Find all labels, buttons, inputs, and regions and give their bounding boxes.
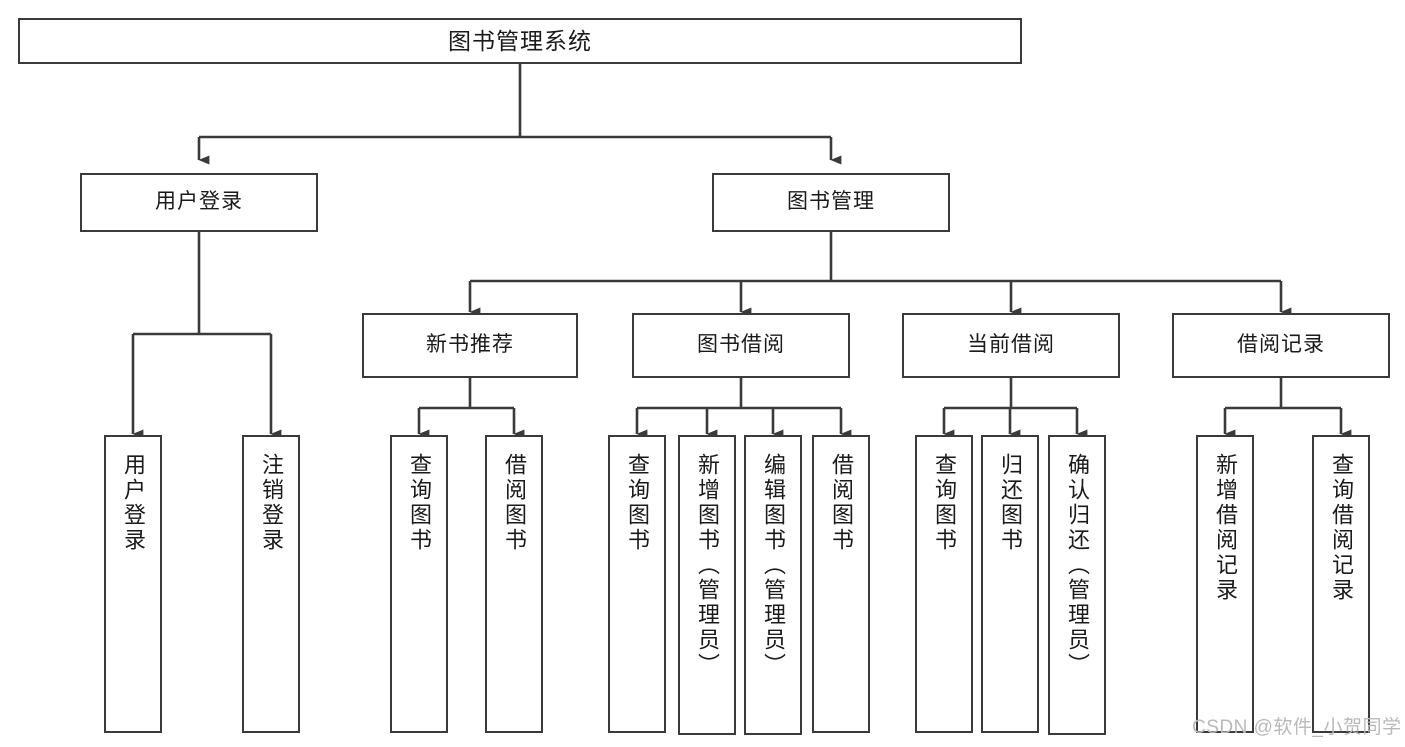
leaf-current-borrow-query[interactable]: 查询图书 bbox=[915, 435, 973, 733]
node-book-borrow[interactable]: 图书借阅 bbox=[632, 313, 850, 378]
leaf-current-borrow-return[interactable]: 归还图书 bbox=[981, 435, 1039, 733]
node-label: 图书借阅 bbox=[697, 333, 785, 357]
leaf-book-borrow-add[interactable]: 新增图书（管理员） bbox=[678, 435, 736, 735]
leaf-new-book-query[interactable]: 查询图书 bbox=[390, 435, 448, 733]
node-new-book-recommend[interactable]: 新书推荐 bbox=[362, 313, 578, 378]
watermark: CSDN @软件_小贺同学 bbox=[1192, 717, 1402, 738]
node-borrow-record[interactable]: 借阅记录 bbox=[1172, 313, 1390, 378]
node-label: 查询图书 bbox=[625, 453, 650, 553]
node-label: 查询图书 bbox=[932, 453, 957, 553]
leaf-book-borrow-borrow[interactable]: 借阅图书 bbox=[812, 435, 870, 733]
node-label: 编辑图书（管理员） bbox=[761, 453, 786, 678]
node-current-borrow[interactable]: 当前借阅 bbox=[902, 313, 1120, 378]
node-label: 借阅记录 bbox=[1237, 333, 1325, 357]
node-label: 查询图书 bbox=[407, 453, 432, 553]
leaf-borrow-record-add[interactable]: 新增借阅记录 bbox=[1196, 435, 1254, 733]
node-label: 归还图书 bbox=[998, 453, 1023, 553]
node-user-login[interactable]: 用户登录 bbox=[80, 173, 318, 232]
node-label: 当前借阅 bbox=[967, 333, 1055, 357]
leaf-current-borrow-confirm[interactable]: 确认归还（管理员） bbox=[1048, 435, 1106, 735]
node-label: 确认归还（管理员） bbox=[1065, 453, 1090, 678]
node-label: 新增图书（管理员） bbox=[695, 453, 720, 678]
leaf-user-login-signout[interactable]: 注销登录 bbox=[242, 435, 300, 733]
node-label: 用户登录 bbox=[121, 453, 146, 553]
node-label: 新书推荐 bbox=[426, 333, 514, 357]
node-label: 查询借阅记录 bbox=[1329, 453, 1354, 603]
leaf-borrow-record-query[interactable]: 查询借阅记录 bbox=[1312, 435, 1370, 733]
leaf-book-borrow-query[interactable]: 查询图书 bbox=[608, 435, 666, 733]
node-label: 图书管理 bbox=[787, 190, 875, 214]
leaf-book-borrow-edit[interactable]: 编辑图书（管理员） bbox=[744, 435, 802, 735]
node-book-management[interactable]: 图书管理 bbox=[712, 173, 950, 232]
node-label: 借阅图书 bbox=[829, 453, 854, 553]
node-label: 新增借阅记录 bbox=[1213, 453, 1238, 603]
node-label: 图书管理系统 bbox=[448, 27, 592, 54]
node-label: 用户登录 bbox=[155, 190, 243, 214]
node-root-system[interactable]: 图书管理系统 bbox=[18, 18, 1022, 64]
node-label: 注销登录 bbox=[259, 453, 284, 553]
node-label: 借阅图书 bbox=[502, 453, 527, 553]
leaf-user-login-signin[interactable]: 用户登录 bbox=[104, 435, 162, 733]
leaf-new-book-borrow[interactable]: 借阅图书 bbox=[485, 435, 543, 733]
